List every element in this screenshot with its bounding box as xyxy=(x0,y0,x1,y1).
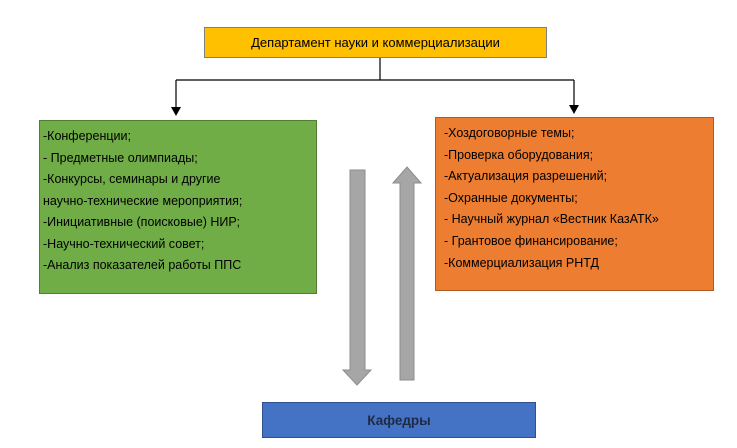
activity-item: -Инициативные (поисковые) НИР; xyxy=(43,215,240,229)
department-title: Департамент науки и коммерциализации xyxy=(251,35,500,50)
activity-item: - Предметные олимпиады; xyxy=(43,150,198,165)
activity-item: -Научно-технический совет; xyxy=(43,236,205,251)
commercial-box: -Хоздоговорные темы; -Проверка оборудова… xyxy=(435,117,714,291)
down-arrow-icon xyxy=(341,169,373,386)
commercial-item: -Хоздоговорные темы; xyxy=(444,126,575,140)
right-arrowhead-icon xyxy=(569,105,579,114)
department-box: Департамент науки и коммерциализации xyxy=(204,27,547,58)
commercial-item: -Коммерциализация РНТД xyxy=(444,255,599,270)
commercial-item: - Научный журнал «Вестник КазАТК» xyxy=(444,212,659,227)
departments-title: Кафедры xyxy=(367,412,431,428)
commercial-item: -Охранные документы; xyxy=(444,190,578,205)
left-arrowhead-icon xyxy=(171,107,181,116)
commercial-item: - Грантовое финансирование; xyxy=(444,233,618,248)
activity-item: -Конференции; xyxy=(43,129,131,143)
activity-item: -Анализ показателей работы ППС xyxy=(43,258,242,272)
departments-box: Кафедры xyxy=(262,402,536,438)
activities-box: -Конференции; - Предметные олимпиады; -К… xyxy=(39,120,317,294)
commercial-item: -Актуализация разрешений; xyxy=(444,169,608,184)
commercial-item: -Проверка оборудования; xyxy=(444,147,594,162)
up-arrow-icon xyxy=(391,166,423,381)
activity-item: научно-технические мероприятия; xyxy=(43,193,243,208)
activity-item: -Конкурсы, семинары и другие xyxy=(43,172,221,186)
